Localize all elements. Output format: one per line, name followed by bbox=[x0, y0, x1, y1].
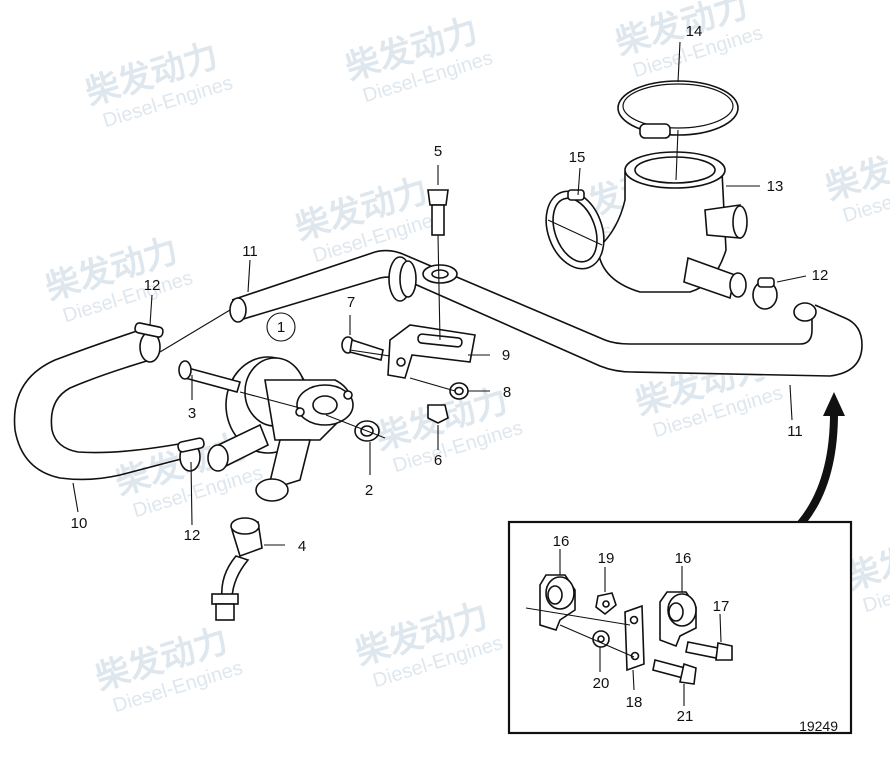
bolt-7 bbox=[341, 336, 384, 361]
filter-housing bbox=[207, 356, 354, 502]
bolt-5 bbox=[427, 189, 449, 236]
callout-11-left: 11 bbox=[242, 243, 258, 260]
callout-6: 6 bbox=[434, 452, 442, 469]
callout-10: 10 bbox=[71, 515, 88, 532]
callout-18: 18 bbox=[626, 694, 643, 711]
clamp-14 bbox=[617, 80, 739, 139]
clamp-15 bbox=[545, 189, 605, 270]
hose-upper bbox=[229, 249, 864, 378]
clamp-12-right bbox=[752, 277, 778, 310]
detail-inset bbox=[507, 520, 853, 735]
callout-12-right: 12 bbox=[812, 267, 829, 284]
callout-16-left: 16 bbox=[553, 533, 570, 550]
callout-labels: 1 2 3 4 5 6 7 8 9 10 11 11 12 12 12 13 1… bbox=[71, 23, 839, 734]
callout-13: 13 bbox=[767, 178, 784, 195]
bracket-9 bbox=[387, 324, 476, 379]
callout-15: 15 bbox=[569, 149, 586, 166]
callout-17: 17 bbox=[713, 598, 730, 615]
callout-9: 9 bbox=[502, 347, 510, 364]
callout-2: 2 bbox=[365, 482, 373, 499]
callout-20: 20 bbox=[593, 675, 610, 692]
callout-12-top: 12 bbox=[144, 277, 161, 294]
callout-1: 1 bbox=[277, 319, 285, 336]
callout-1-circle bbox=[266, 312, 296, 342]
bolt-3 bbox=[178, 360, 242, 393]
callout-12-bottom: 12 bbox=[184, 527, 201, 544]
washer-8 bbox=[449, 382, 469, 400]
callout-19: 19 bbox=[598, 550, 615, 567]
pipe-4 bbox=[211, 517, 263, 621]
callout-8: 8 bbox=[503, 384, 511, 401]
nut-6 bbox=[427, 404, 449, 424]
housing-13 bbox=[597, 151, 748, 300]
callout-21: 21 bbox=[677, 708, 694, 725]
figure-number: 19249 bbox=[799, 718, 838, 734]
leader-lines bbox=[72, 41, 807, 546]
hose-loop bbox=[13, 322, 205, 481]
callout-5: 5 bbox=[434, 143, 442, 160]
callout-16-right: 16 bbox=[675, 550, 692, 567]
callout-11-right: 11 bbox=[787, 423, 803, 440]
callout-3: 3 bbox=[188, 405, 196, 422]
callout-14: 14 bbox=[686, 23, 703, 40]
callout-7: 7 bbox=[347, 294, 355, 311]
callout-4: 4 bbox=[298, 538, 306, 555]
